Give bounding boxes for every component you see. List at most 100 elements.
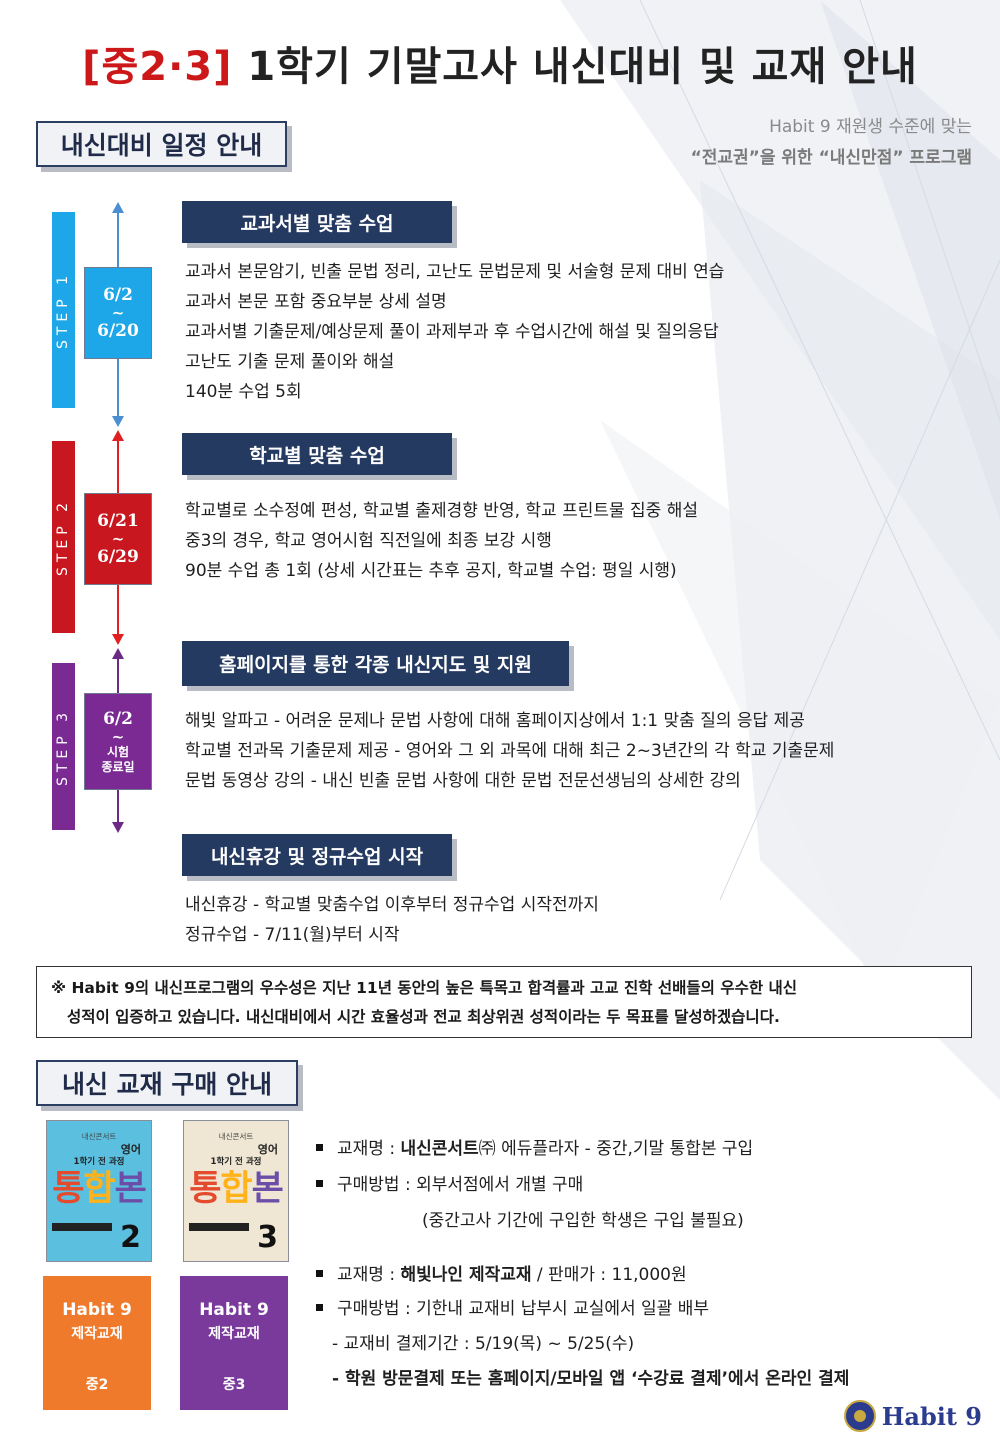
step-1-line: 고난도 기출 문제 풀이와 해설	[185, 352, 395, 372]
step-3-header: 홈페이지를 통한 각종 내신지도 및 지원	[182, 641, 569, 686]
book-series: 내신콘서트	[81, 1132, 117, 1141]
book-cover-grade-3: 내신콘서트 영어 1학기 전 과정 통합본 3	[183, 1120, 289, 1262]
book-title-char: 합	[220, 1169, 252, 1209]
book-subject: 영어	[257, 1143, 278, 1156]
book-title: 통합본	[184, 1169, 288, 1209]
step-2-line: 중3의 경우, 학교 영어시험 직전일에 최종 보강 시행	[185, 531, 552, 551]
made-book-brand: Habit 9	[62, 1300, 132, 1320]
step-2-arrow-down-icon	[112, 634, 124, 645]
notice-line-2: 성적이 입증하고 있습니다. 내신대비에서 시간 효율성과 전교 최상위권 성적…	[67, 1008, 780, 1026]
item-rest: / 판매가 : 11,000원	[531, 1265, 687, 1285]
list-item: 구매방법 : 기한내 교재비 납부시 교실에서 일괄 배부	[316, 1294, 709, 1324]
break-line: 정규수업 - 7/11(월)부터 시작	[185, 925, 400, 945]
book-semester: 1학기 전 과정	[210, 1157, 262, 1167]
textbook-heading-text: 내신 교재 구매 안내	[61, 1070, 273, 1099]
step-2-date-tilde: ~	[111, 530, 125, 548]
book-grade: 2	[120, 1220, 141, 1255]
title-text: 1학기 기말고사 내신대비 및 교재 안내	[247, 44, 918, 90]
made-book-type: 제작교재	[71, 1326, 123, 1342]
book-grade: 3	[257, 1220, 278, 1255]
bullet-icon	[316, 1179, 323, 1187]
list-item-sub: - 학원 방문결제 또는 홈페이지/모바일 앱 ‘수강료 결제’에서 온라인 결…	[332, 1369, 850, 1389]
step-2-line: 90분 수업 총 1회 (상세 시간표는 추후 공지, 학교별 수업: 평일 시…	[185, 561, 677, 581]
item-label: 교재명 :	[337, 1265, 401, 1285]
list-item: 교재명 : 내신콘서트㈜ 에듀플라자 - 중간,기말 통합본 구입	[316, 1134, 753, 1164]
step-1-line: 교과서 본문 포함 중요부분 상세 설명	[185, 292, 447, 312]
step-1-date-box: 6/2 ~ 6/20	[84, 267, 152, 359]
step-3-arrow-up-icon	[112, 648, 124, 659]
step-2-arrow-up-icon	[112, 430, 124, 441]
promo-line-2: “전교권”을 위한 “내신만점” 프로그램	[690, 148, 972, 168]
habit9-logo: Habit 9	[843, 1400, 982, 1432]
logo-emblem-icon	[843, 1400, 876, 1432]
step-2-label: STEP 2	[55, 497, 72, 577]
book-title-char: 통	[189, 1169, 221, 1209]
purchase-info-list: 교재명 : 내신콘서트㈜ 에듀플라자 - 중간,기말 통합본 구입 구매방법 :…	[316, 1134, 976, 1394]
step-2-date-box: 6/21 ~ 6/29	[84, 493, 152, 585]
step-3-line: 문법 동영상 강의 - 내신 빈출 문법 사항에 대한 문법 전문선생님의 상세…	[185, 771, 741, 791]
step-3-header-text: 홈페이지를 통한 각종 내신지도 및 지원	[219, 654, 532, 676]
step-3-date-box: 6/2 ~ 시험 종료일	[84, 693, 152, 790]
made-book-grade: 중2	[85, 1377, 109, 1393]
step-1-line: 140분 수업 5회	[185, 382, 302, 402]
break-header-text: 내신휴강 및 정규수업 시작	[210, 845, 424, 868]
list-item: 교재명 : 해빛나인 제작교재 / 판매가 : 11,000원	[316, 1260, 687, 1290]
promo-line-1: Habit 9 재원생 수준에 맞는	[769, 117, 972, 137]
page-title: [중2·3] 1학기 기말고사 내신대비 및 교재 안내	[0, 34, 1000, 92]
step-1-label: STEP 1	[55, 270, 72, 350]
book-semester: 1학기 전 과정	[73, 1157, 125, 1167]
logo-text: Habit 9	[881, 1401, 982, 1431]
step-3-date-to-line2: 종료일	[101, 759, 135, 774]
step-1-line: 교과서별 기출문제/예상문제 풀이 과제부과 후 수업시간에 해설 및 질의응답	[185, 322, 719, 342]
bullet-icon	[316, 1303, 323, 1311]
list-item-note: (중간고사 기간에 구입한 학생은 구입 불필요)	[422, 1211, 744, 1231]
step-3-content: 해빛 알파고 - 어려운 문제나 문법 사항에 대해 홈페이지상에서 1:1 맞…	[185, 706, 834, 796]
step-2-line: 학교별로 소수정예 편성, 학교별 출제경향 반영, 학교 프린트물 집중 해설	[185, 501, 699, 521]
notice-box: ※ Habit 9의 내신프로그램의 우수성은 지난 11년 동안의 높은 특목…	[36, 966, 972, 1038]
list-item: 구매방법 : 외부서점에서 개별 구매	[316, 1170, 583, 1200]
item-rest: ㈜ 에듀플라자 - 중간,기말 통합본 구입	[478, 1139, 754, 1159]
step-1-header-text: 교과서별 맞춤 수업	[240, 212, 394, 235]
made-book-grade: 중3	[222, 1377, 246, 1393]
break-content: 내신휴강 - 학교별 맞춤수업 이후부터 정규수업 시작전까지 정규수업 - 7…	[185, 890, 599, 950]
schedule-heading-text: 내신대비 일정 안내	[60, 131, 263, 160]
made-book-type: 제작교재	[208, 1326, 260, 1342]
list-item-sub: - 교재비 결제기간 : 5/19(목) ~ 5/25(수)	[332, 1334, 635, 1354]
step-3-date-from: 6/2	[103, 708, 133, 729]
step-3-arrow-down-icon	[112, 822, 124, 833]
title-grade-tag: [중2·3]	[82, 44, 233, 90]
book-title: 통합본	[47, 1169, 151, 1209]
step-1-date-to: 6/20	[97, 321, 139, 341]
step-1-line: 교과서 본문암기, 빈출 문법 정리, 고난도 문법문제 및 서술형 문제 대비…	[185, 262, 725, 282]
step-2-header: 학교별 맞춤 수업	[182, 433, 452, 475]
break-header: 내신휴강 및 정규수업 시작	[182, 834, 452, 876]
step-2-date-from: 6/21	[97, 511, 139, 531]
made-book-grade-3: Habit 9 제작교재 중3	[180, 1276, 288, 1410]
book-title-char: 본	[114, 1169, 147, 1209]
book-cover-grade-2: 내신콘서트 영어 1학기 전 과정 통합본 2	[46, 1120, 152, 1262]
step-3-line: 해빛 알파고 - 어려운 문제나 문법 사항에 대해 홈페이지상에서 1:1 맞…	[185, 711, 805, 731]
item-text: 구매방법 : 외부서점에서 개별 구매	[337, 1175, 584, 1195]
book-title-char: 합	[83, 1169, 115, 1209]
step-2-content: 학교별로 소수정예 편성, 학교별 출제경향 반영, 학교 프린트물 집중 해설…	[185, 496, 698, 586]
step-2-date-to: 6/29	[97, 547, 139, 567]
step-1-date-from: 6/2	[103, 285, 133, 305]
schedule-section-heading: 내신대비 일정 안내	[36, 121, 287, 167]
break-line: 내신휴강 - 학교별 맞춤수업 이후부터 정규수업 시작전까지	[185, 895, 599, 915]
step-2-bar: STEP 2	[52, 441, 75, 633]
book-stripe	[52, 1223, 112, 1231]
made-book-brand: Habit 9	[199, 1300, 269, 1320]
step-3-date-tilde: ~	[111, 727, 125, 746]
item-strong: 내신콘서트	[400, 1139, 479, 1159]
book-title-char: 본	[251, 1169, 284, 1209]
item-strong: 해빛나인 제작교재	[400, 1265, 532, 1285]
step-3-line: 학교별 전과목 기출문제 제공 - 영어와 그 외 과목에 대해 최근 2~3년…	[185, 741, 835, 761]
step-1-content: 교과서 본문암기, 빈출 문법 정리, 고난도 문법문제 및 서술형 문제 대비…	[185, 257, 724, 407]
bullet-icon	[316, 1143, 323, 1151]
book-subject: 영어	[120, 1143, 141, 1156]
book-series: 내신콘서트	[218, 1132, 254, 1141]
step-2-header-text: 학교별 맞춤 수업	[249, 444, 385, 467]
step-1-header: 교과서별 맞춤 수업	[182, 201, 452, 243]
step-1-arrow-up-icon	[112, 202, 124, 213]
